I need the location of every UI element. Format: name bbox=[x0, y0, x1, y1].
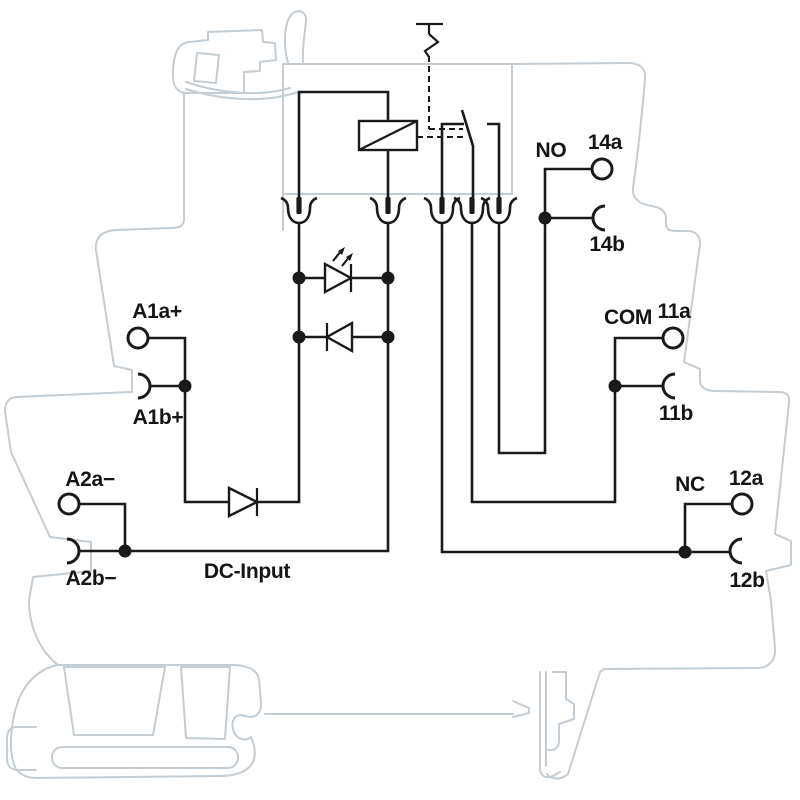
label-com: COM bbox=[604, 306, 652, 329]
rail-clamp bbox=[539, 671, 575, 780]
com-wire bbox=[470, 223, 663, 504]
terminal-11a-circle bbox=[661, 326, 685, 350]
latch-body bbox=[171, 29, 277, 94]
label-a1b: A1b+ bbox=[133, 406, 184, 429]
label-dc-input: DC-Input bbox=[204, 560, 291, 583]
mounting-foot bbox=[10, 664, 263, 779]
latch-arm bbox=[283, 10, 308, 64]
foot-cutout-left bbox=[63, 666, 166, 736]
plug-connector-icon bbox=[369, 196, 407, 225]
terminal-14a-circle bbox=[590, 157, 614, 181]
manual-test-actuator-icon bbox=[416, 22, 443, 58]
din-rail bbox=[264, 700, 530, 718]
terminal-12b-socket bbox=[728, 537, 743, 565]
label-a2b: A2b− bbox=[66, 567, 117, 590]
freewheel-diode-icon bbox=[324, 320, 354, 354]
led-icon bbox=[323, 247, 354, 295]
label-12a: 12a bbox=[729, 467, 764, 490]
polarity-protection-diode-icon bbox=[227, 486, 260, 518]
a1-wire bbox=[148, 223, 301, 504]
label-11b: 11b bbox=[659, 402, 693, 425]
terminals bbox=[57, 157, 754, 565]
junction-dots bbox=[118, 211, 692, 559]
plug-connector-icon bbox=[423, 196, 461, 225]
label-12b: 12b bbox=[729, 569, 764, 592]
latch-sweep-lower bbox=[185, 88, 299, 101]
label-nc: NC bbox=[675, 473, 705, 496]
terminal-11b-socket bbox=[661, 372, 676, 400]
contact-no-leg bbox=[487, 122, 501, 197]
label-a2a: A2a− bbox=[65, 468, 115, 491]
terminal-14b-socket bbox=[591, 204, 606, 232]
changeover-contact-icon bbox=[440, 109, 501, 197]
terminal-a1b-socket bbox=[137, 372, 152, 400]
plug-connector-icon bbox=[280, 196, 318, 225]
label-no: NO bbox=[536, 139, 567, 162]
foot-hook bbox=[6, 726, 37, 771]
plug-connector-icon bbox=[480, 196, 518, 225]
latch-hole bbox=[193, 52, 220, 84]
contact-lever bbox=[460, 109, 475, 197]
contact-nc-leg bbox=[440, 122, 464, 197]
no-wire bbox=[497, 167, 592, 455]
label-a1a: A1a+ bbox=[132, 300, 182, 323]
terminal-a2b-socket bbox=[66, 537, 81, 565]
label-14a: 14a bbox=[588, 131, 623, 154]
foot-cutout-right bbox=[180, 666, 231, 740]
plug-in-connections bbox=[280, 196, 518, 225]
relay-coil-icon bbox=[357, 119, 419, 152]
foot-release-slider bbox=[51, 746, 239, 769]
coil-left-wire bbox=[297, 90, 390, 197]
label-11a: 11a bbox=[658, 300, 692, 323]
terminal-a1a-circle bbox=[126, 326, 150, 350]
labels: A1a+ A1b+ A2a− A2b− DC-Input NO 14a 14b … bbox=[65, 131, 765, 592]
relay-top-circuit bbox=[297, 22, 501, 197]
terminal-12a-circle bbox=[730, 492, 754, 516]
terminal-a2a-circle bbox=[57, 492, 81, 516]
actuator-linkage-dashed bbox=[417, 56, 463, 138]
body-right-edge bbox=[511, 62, 792, 775]
body-left-edge bbox=[4, 92, 185, 666]
din-rail-housing-outline bbox=[4, 10, 792, 780]
label-14b: 14b bbox=[589, 233, 624, 256]
latch-sweep-upper bbox=[185, 81, 291, 95]
